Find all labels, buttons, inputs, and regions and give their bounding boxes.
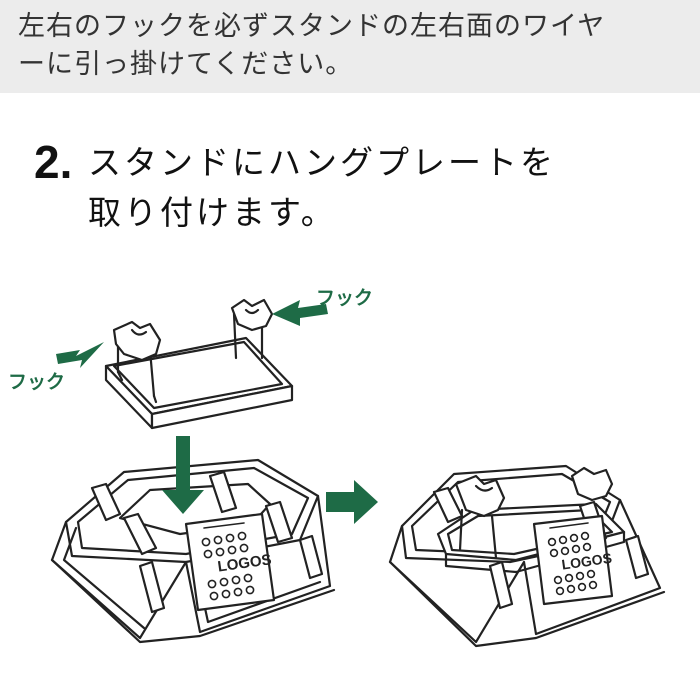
step-instruction: スタンドにハングプレートを 取り付けます。 [88,138,556,238]
intro-line-1: 左右のフックを必ずスタンドの左右面のワイヤ [18,11,606,42]
assembly-illustration: LOGOS LOGOS フック フック [8,287,666,648]
hook-label-left: フック [8,371,65,393]
step-instruction-line-1: スタンドにハングプレートを [88,143,556,182]
hook-label-right: フック [316,287,373,309]
intro-line-2: ーに引っ掛けてください。 [18,49,354,80]
intro-note-band: 左右のフックを必ずスタンドの左右面のワイヤ ーに引っ掛けてください。 [0,0,700,93]
step-instruction-line-2: 取り付けます。 [88,193,337,232]
hang-plate [104,298,294,430]
arrow-down-insert [162,436,204,514]
stand-after [388,464,666,648]
step-number: 2. [34,136,73,188]
brand-logo-right: LOGOS [561,550,613,573]
arrow-to-left-hook [56,342,104,368]
arrow-right-result [326,480,378,524]
stand-before [50,458,336,644]
arrow-to-right-hook [272,300,328,326]
hook-arrows [56,300,378,524]
